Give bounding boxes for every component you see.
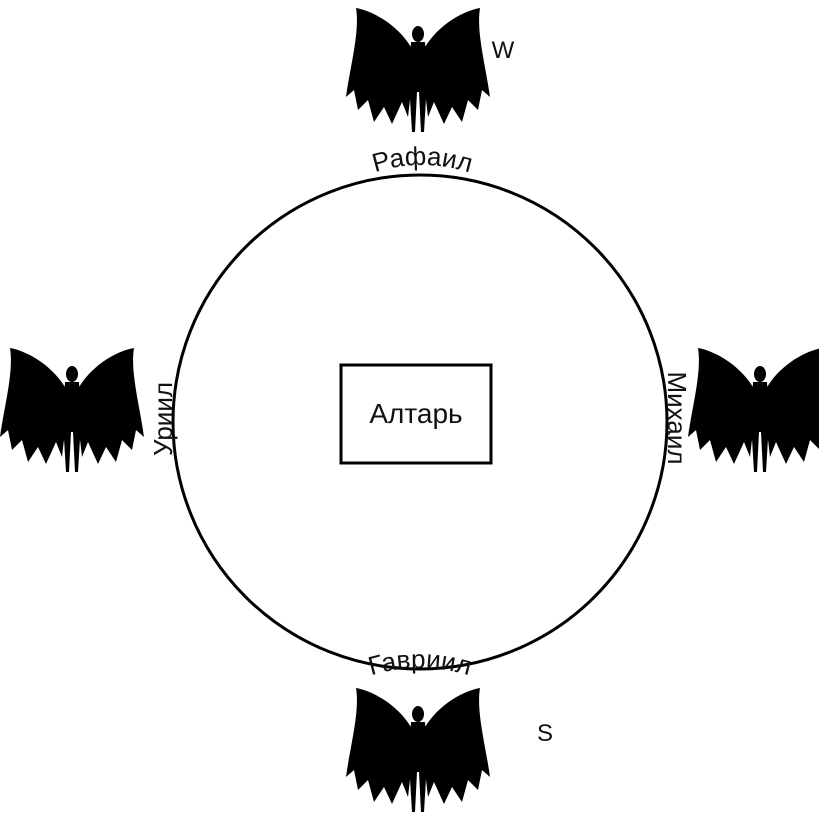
angel-silhouette-icon: [688, 348, 819, 472]
angel-name-bottom: Гавриил: [365, 644, 475, 681]
ritual-circle: [171, 173, 669, 671]
angel-name-top: Рафаил: [369, 141, 476, 179]
angel-name-right: Михаил: [662, 371, 692, 464]
direction-label-top: W: [492, 37, 515, 64]
angel-silhouette-icon: [346, 688, 490, 812]
angel-silhouette-icon: [346, 8, 490, 132]
altar-box: [339, 363, 493, 465]
direction-label-bottom: S: [537, 720, 553, 747]
altar-label: Алтарь: [369, 398, 462, 429]
angel-name-left: Уриил: [148, 382, 178, 456]
angel-silhouette-icon: [0, 348, 144, 472]
